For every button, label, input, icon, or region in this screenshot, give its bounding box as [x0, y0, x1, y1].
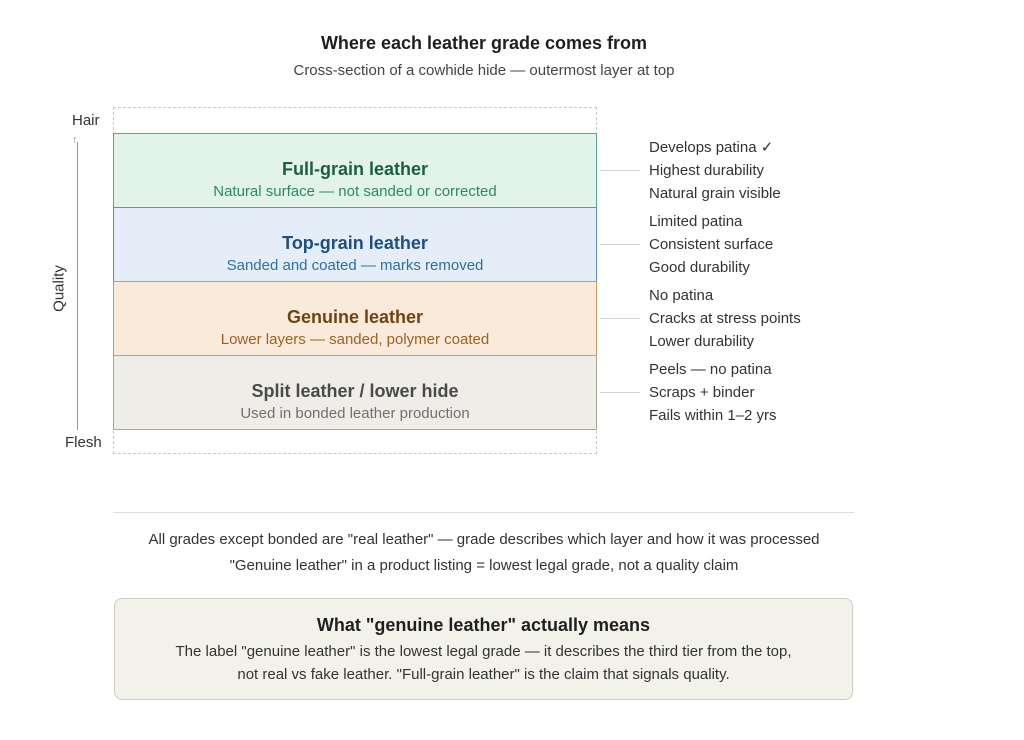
- hair-label: Hair: [72, 112, 100, 129]
- note-item: Consistent surface: [649, 236, 774, 253]
- callout-body-line: not real vs fake leather. "Full-grain le…: [237, 666, 730, 683]
- layer-description: Used in bonded leather production: [240, 405, 470, 422]
- note-item: Develops patina ✓: [649, 139, 774, 156]
- note-item: No patina: [649, 287, 714, 304]
- note-item: Limited patina: [649, 213, 743, 230]
- note-item: Natural grain visible: [649, 185, 781, 202]
- callout-box: What "genuine leather" actually means Th…: [114, 598, 853, 700]
- notes-top-grain: Limited patina Consistent surface Good d…: [649, 210, 773, 279]
- layer-description: Natural surface — not sanded or correcte…: [213, 183, 497, 200]
- note-item: Scraps + binder: [649, 384, 755, 401]
- connector-line: [600, 244, 640, 245]
- connector-line: [600, 170, 640, 171]
- diagram-subtitle: Cross-section of a cowhide hide — outerm…: [293, 62, 675, 79]
- quality-axis-line: [77, 142, 78, 430]
- notes-genuine: No patina Cracks at stress points Lower …: [649, 284, 801, 353]
- layer-name: Genuine leather: [286, 307, 424, 327]
- note-item: Fails within 1–2 yrs: [649, 407, 777, 424]
- layer-description: Sanded and coated — marks removed: [226, 257, 484, 274]
- layer-description: Lower layers — sanded, polymer coated: [220, 331, 490, 348]
- diagram-title: Where each leather grade comes from: [320, 33, 648, 53]
- notes-split: Peels — no patina Scraps + binder Fails …: [649, 358, 777, 427]
- connector-line: [600, 318, 640, 319]
- layer-name: Top-grain leather: [282, 233, 428, 253]
- summary-line: "Genuine leather" in a product listing =…: [229, 557, 739, 574]
- note-item: Highest durability: [649, 162, 765, 179]
- connector-line: [600, 392, 640, 393]
- callout-title: What "genuine leather" actually means: [316, 615, 651, 635]
- layer-genuine: Genuine leather Lower layers — sanded, p…: [113, 281, 597, 356]
- note-item: Peels — no patina: [649, 361, 772, 378]
- quality-axis-label: Quality: [50, 265, 68, 312]
- section-divider: [113, 512, 854, 513]
- callout-body: The label "genuine leather" is the lowes…: [115, 640, 852, 686]
- layer-full-grain: Full-grain leather Natural surface — not…: [113, 133, 597, 208]
- layer-name: Split leather / lower hide: [251, 381, 459, 401]
- layer-split: Split leather / lower hide Used in bonde…: [113, 355, 597, 430]
- note-item: Cracks at stress points: [649, 310, 801, 327]
- note-item: Good durability: [649, 259, 750, 276]
- layer-name: Full-grain leather: [281, 159, 429, 179]
- callout-body-line: The label "genuine leather" is the lowes…: [175, 643, 792, 660]
- note-item: Lower durability: [649, 333, 755, 350]
- flesh-label: Flesh: [65, 434, 102, 451]
- notes-full-grain: Develops patina ✓ Highest durability Nat…: [649, 136, 781, 205]
- layer-top-grain: Top-grain leather Sanded and coated — ma…: [113, 207, 597, 282]
- summary-line: All grades except bonded are "real leath…: [148, 531, 820, 548]
- arrow-up-icon: ↑: [72, 134, 78, 146]
